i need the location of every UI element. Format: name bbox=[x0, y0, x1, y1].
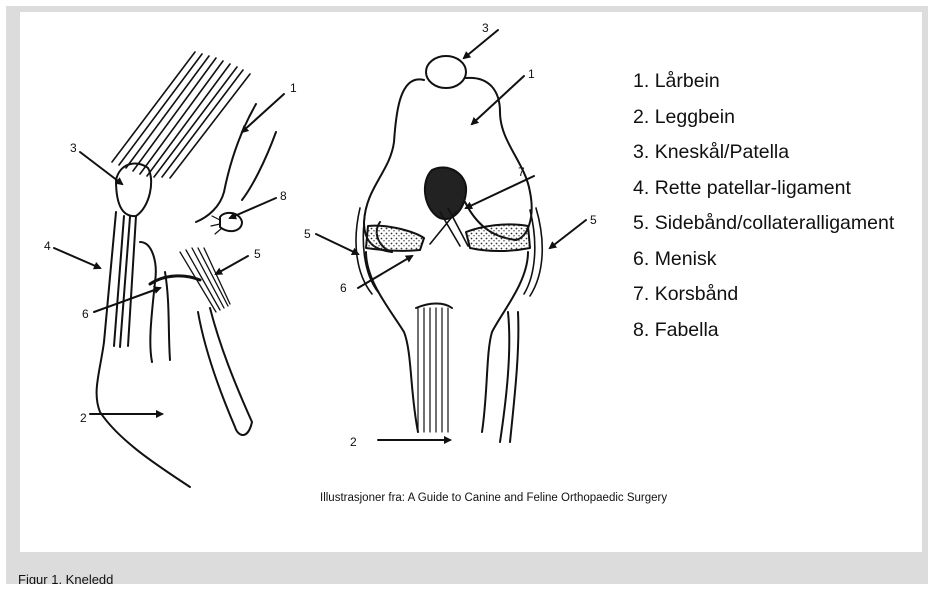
side-label-4: 4 bbox=[44, 239, 51, 253]
legend-item: 7. Korsbånd bbox=[633, 277, 894, 313]
front-label-6: 6 bbox=[340, 281, 347, 295]
side-label-2: 2 bbox=[80, 411, 87, 425]
legend-item: 4. Rette patellar-ligament bbox=[633, 171, 894, 207]
illustration-credit: Illustrasjoner fra: A Guide to Canine an… bbox=[320, 492, 667, 504]
fibula-side bbox=[198, 308, 252, 435]
tibia-front bbox=[366, 252, 528, 432]
side-view: 1 2 3 4 5 6 8 bbox=[44, 52, 297, 487]
collateral-ligament-right bbox=[524, 208, 542, 296]
patella-front bbox=[426, 56, 466, 88]
front-label-1: 1 bbox=[528, 67, 535, 81]
front-label-7: 7 bbox=[518, 165, 525, 179]
side-label-5: 5 bbox=[254, 247, 261, 261]
patellar-ligament-side bbox=[104, 212, 136, 347]
scanned-page: vi gennsidig bbox=[6, 6, 928, 584]
collateral-ligament-left bbox=[356, 208, 378, 294]
front-view-numbers: 1 2 3 5 5 6 7 bbox=[304, 21, 597, 449]
legend-item: 5. Sidebånd/collateralligament bbox=[633, 206, 894, 242]
front-view: 1 2 3 5 5 6 7 bbox=[304, 21, 597, 449]
legend-item: 1. Lårbein bbox=[633, 64, 894, 100]
front-label-5-left: 5 bbox=[304, 227, 311, 241]
figure-panel: 1 2 3 4 5 6 8 bbox=[20, 12, 922, 552]
legend-list: 1. Lårbein 2. Leggbein 3. Kneskål/Patell… bbox=[633, 64, 894, 348]
legend-item: 6. Menisk bbox=[633, 242, 894, 278]
front-label-3: 3 bbox=[482, 21, 489, 35]
side-label-8: 8 bbox=[280, 189, 287, 203]
side-label-6: 6 bbox=[82, 307, 89, 321]
meniscus-front-left bbox=[366, 226, 424, 251]
fabella-side bbox=[220, 213, 242, 231]
fibula-front bbox=[500, 312, 518, 442]
quadriceps-muscle bbox=[112, 52, 250, 178]
figure-caption: Figur 1. Kneledd bbox=[18, 572, 113, 584]
meniscus-front-right bbox=[466, 224, 530, 251]
legend-item: 3. Kneskål/Patella bbox=[633, 135, 894, 171]
legend-item: 8. Fabella bbox=[633, 313, 894, 349]
femur-side bbox=[196, 104, 256, 222]
side-label-3: 3 bbox=[70, 141, 77, 155]
side-view-arrows bbox=[54, 94, 284, 414]
front-label-2: 2 bbox=[350, 435, 357, 449]
meniscus-side bbox=[150, 276, 200, 284]
patellar-ligament-front bbox=[418, 308, 448, 432]
legend-item: 2. Leggbein bbox=[633, 100, 894, 136]
side-label-1: 1 bbox=[290, 81, 297, 95]
front-label-5-right: 5 bbox=[590, 213, 597, 227]
